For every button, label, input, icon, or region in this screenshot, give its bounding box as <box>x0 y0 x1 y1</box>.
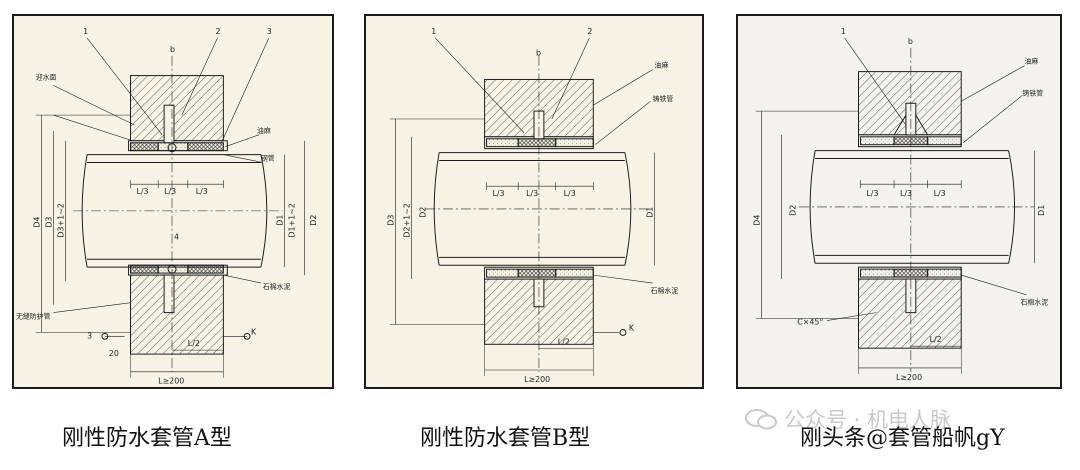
type-a-callouts: 1 2 3 <box>83 27 272 36</box>
dim-d1: D1 <box>646 207 655 218</box>
dim-l3-2: L/3 <box>900 189 912 198</box>
dim-l3-3: L/3 <box>564 189 576 198</box>
callout-1: 1 <box>841 27 846 36</box>
dim-20: 20 <box>109 349 119 358</box>
dim-d2-sum: D2+1~2 <box>402 203 411 237</box>
dim-l-total: L≥200 <box>524 375 550 384</box>
dim-l-total: L≥200 <box>896 373 922 382</box>
dim-d1: D1 <box>276 215 285 226</box>
dim-l3-1: L/3 <box>866 189 878 198</box>
callout-2: 2 <box>215 27 220 36</box>
dim-l3-1: L/3 <box>492 189 504 198</box>
dim-d2: D2 <box>309 215 318 226</box>
dim-d3-sum: D3+1~2 <box>56 203 65 237</box>
dim-l-total: L≥200 <box>158 377 184 386</box>
type-a-drawing: 1 2 3 迎水面 油麻 钢管 石棉水泥 无缝防护管 b L/3 L/3 L/3… <box>16 27 318 386</box>
label-asbestos-cement: 石棉水泥 <box>263 282 291 291</box>
label-oakum: 油麻 <box>1024 57 1038 66</box>
label-steel-pipe: 钢管 <box>261 154 275 163</box>
callout-1: 1 <box>83 27 88 36</box>
label-cast-iron-pipe: 铸铁管 <box>1022 88 1043 97</box>
dim-l2: L/2 <box>558 337 570 346</box>
label-wall-face: 迎水面 <box>36 73 57 82</box>
label-cast-iron-pipe: 铸铁管 <box>653 94 674 103</box>
label-asbestos-cement: 石棉水泥 <box>1020 298 1048 307</box>
caption-type-a: 刚性防水套管A型 <box>62 426 232 451</box>
caption-type-c: 刚头条@套管船帆gY <box>800 426 1005 451</box>
dim-b: b <box>908 37 913 46</box>
dim-d4: D4 <box>753 215 762 226</box>
type-c-drawing: 1 油麻 铸铁管 石棉水泥 C×45° b L/3 L/3 L/3 L/2 L≥… <box>753 27 1048 382</box>
dim-l3-3: L/3 <box>196 187 208 196</box>
label-welded-ring: 无缝防护管 <box>16 312 51 321</box>
label-oakum: 油麻 <box>257 126 271 135</box>
watermark: 公众号 · 机电人脉 <box>744 404 951 434</box>
wechat-icon <box>745 409 777 430</box>
dim-d1-sum: D1+1~2 <box>287 203 296 237</box>
dim-d2: D2 <box>788 205 797 216</box>
section-mark-k: K <box>629 323 635 332</box>
dim-d4: D4 <box>33 217 42 228</box>
label-chamfer: C×45° <box>797 317 823 326</box>
label-asbestos-cement: 石棉水泥 <box>651 286 679 295</box>
wall-bottom-section <box>130 274 224 355</box>
callout-1: 1 <box>431 27 436 36</box>
dim-l3-2: L/3 <box>526 189 538 198</box>
caption-type-b: 刚性防水套管B型 <box>420 426 591 451</box>
dim-d1: D1 <box>1037 205 1046 216</box>
diagram-type-a: 1 2 3 迎水面 油麻 钢管 石棉水泥 无缝防护管 b L/3 L/3 L/3… <box>12 14 334 389</box>
dim-d3: D3 <box>45 217 54 228</box>
dim-4: 4 <box>174 233 179 242</box>
wall-top-section <box>130 75 224 142</box>
diagram-type-b: 1 2 油麻 铸铁管 石棉水泥 b L/3 L/3 L/3 L/2 L≥200 … <box>364 14 704 389</box>
dim-l3-2: L/3 <box>164 187 176 196</box>
dim-d2: D2 <box>418 207 427 218</box>
dim-l2: L/2 <box>188 339 200 348</box>
dim-b: b <box>536 49 541 58</box>
dim-l3-1: L/3 <box>136 187 148 196</box>
type-b-drawing: 1 2 油麻 铸铁管 石棉水泥 b L/3 L/3 L/3 L/2 L≥200 … <box>387 27 679 384</box>
label-oakum: 油麻 <box>655 61 669 70</box>
section-mark-k: K <box>251 327 257 336</box>
watermark-text: 公众号 · 机电人脉 <box>784 408 952 432</box>
dim-l2: L/2 <box>930 335 942 344</box>
section-mark-3: 3 <box>87 331 92 340</box>
callout-2: 2 <box>587 27 592 36</box>
diagram-type-c: 1 油麻 铸铁管 石棉水泥 C×45° b L/3 L/3 L/3 L/2 L≥… <box>736 14 1062 389</box>
callout-3: 3 <box>267 27 272 36</box>
dim-b: b <box>170 45 175 54</box>
dim-d3: D3 <box>387 215 396 226</box>
dim-l3-3: L/3 <box>934 189 946 198</box>
